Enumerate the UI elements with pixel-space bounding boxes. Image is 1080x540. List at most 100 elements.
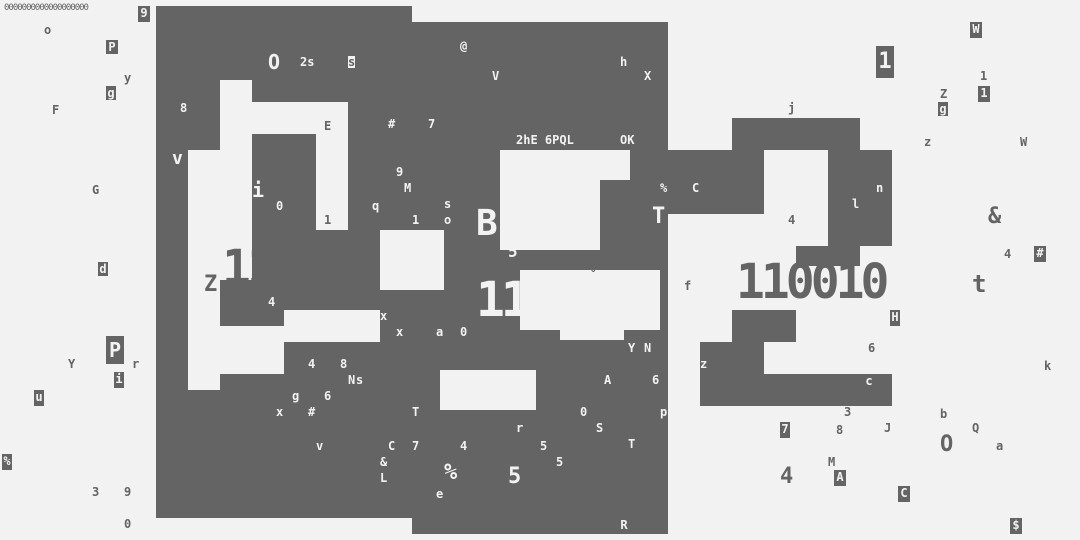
glyph: 9 <box>124 485 132 499</box>
glyph: g <box>292 389 300 403</box>
glyph: 5 <box>540 439 548 453</box>
light-shape <box>220 326 284 374</box>
glyph: 1 <box>412 213 420 227</box>
glyph: v <box>316 439 324 453</box>
glyph: % <box>660 181 668 195</box>
glyph: C <box>692 181 700 195</box>
glyph: # <box>308 405 316 419</box>
glyph: J <box>884 421 892 435</box>
light-shape <box>188 150 252 280</box>
dark-block-right <box>796 246 860 266</box>
glyph: # <box>1034 246 1046 262</box>
glyph: 4 <box>1004 247 1012 261</box>
glyph: e <box>556 151 564 165</box>
glyph: C <box>388 439 396 453</box>
glyph: 4 <box>268 295 276 309</box>
dark-block-right <box>732 310 796 342</box>
glyph: s <box>356 373 364 387</box>
glyph: P <box>106 336 124 364</box>
glyph: M <box>404 181 412 195</box>
glyph: 5 <box>508 242 518 261</box>
glyph: G <box>92 183 100 197</box>
glyph: 8 <box>836 423 844 437</box>
binary-number-left: 11000 <box>222 240 350 296</box>
glyph: N <box>348 373 356 387</box>
glyph: M <box>828 455 836 469</box>
glyph: s <box>348 55 356 69</box>
glyph: % <box>588 261 596 275</box>
glyph: e <box>436 487 444 501</box>
glyph: T <box>652 204 666 229</box>
glyph: 3 <box>92 485 100 499</box>
dark-block-right <box>732 118 860 150</box>
glyph: 0 <box>580 405 588 419</box>
glyph: Y <box>628 341 636 355</box>
glyph: o <box>44 23 52 37</box>
glyph: v <box>172 148 183 169</box>
glyph: a <box>740 391 748 405</box>
glyph: $ <box>1010 518 1022 534</box>
glyph: 1 <box>980 69 988 83</box>
glyph: 4 <box>780 464 794 489</box>
binary-number-right: 110010 <box>736 254 889 310</box>
glyph: 5 <box>508 464 522 489</box>
glyph: A <box>604 373 612 387</box>
glyph: 4 <box>308 357 316 371</box>
glyph: L <box>380 471 388 485</box>
glyph: c <box>860 374 878 390</box>
glyph: N <box>644 341 652 355</box>
glyph: 9 <box>396 165 404 179</box>
glyph: 7 <box>428 117 436 131</box>
glyph: 1 <box>978 86 990 102</box>
glyph: Z <box>204 272 218 297</box>
glyph: z <box>924 135 932 149</box>
glyph: h <box>620 55 628 69</box>
glyph: i <box>252 178 265 202</box>
light-shape <box>316 102 348 230</box>
glyph: z <box>700 357 708 371</box>
glyph: n <box>876 181 884 195</box>
glyph: P <box>106 40 118 54</box>
glyph: Y <box>68 357 76 371</box>
glyph: & <box>836 391 844 405</box>
glyph: O <box>940 432 954 457</box>
glyph: 4 <box>452 373 460 387</box>
glyph: & <box>380 455 388 469</box>
light-shape <box>500 150 600 250</box>
glyph: p <box>660 405 668 419</box>
glyph: b <box>940 407 948 421</box>
glyph: C <box>898 486 910 502</box>
glyph: X <box>644 69 652 83</box>
glyph: V <box>492 69 500 83</box>
glyph: d <box>98 262 108 276</box>
glyph: 6 <box>324 389 332 403</box>
glyph: O <box>268 50 281 74</box>
glyph: % <box>764 181 772 195</box>
header-code: 0000000000000000000 <box>4 3 89 13</box>
glyph: % <box>2 454 12 470</box>
glyph: 4 <box>460 439 468 453</box>
glyph: t <box>764 341 772 355</box>
glyph: x <box>276 405 284 419</box>
glyph: x <box>396 325 404 339</box>
glyph: 8 <box>340 357 348 371</box>
glyph: A <box>834 470 846 486</box>
corner-glyph: 9 <box>138 6 150 22</box>
glyph: 6 <box>868 341 876 355</box>
light-shape <box>380 230 444 290</box>
glyph: 9 <box>668 213 676 227</box>
light-shape <box>188 280 220 390</box>
glyph: F <box>52 103 60 117</box>
glyph: 2s <box>300 55 315 69</box>
glyph: 0 <box>524 229 532 243</box>
glyph: s <box>444 197 452 211</box>
glyph: T <box>628 437 636 451</box>
dark-block-right <box>700 342 764 406</box>
glyph: i <box>114 372 124 388</box>
glyph: f <box>684 279 692 293</box>
glyph: % <box>444 460 458 485</box>
glyph: y <box>124 71 132 85</box>
glyph: q <box>372 199 380 213</box>
glyph: 2hE 6PQL <box>516 133 574 147</box>
